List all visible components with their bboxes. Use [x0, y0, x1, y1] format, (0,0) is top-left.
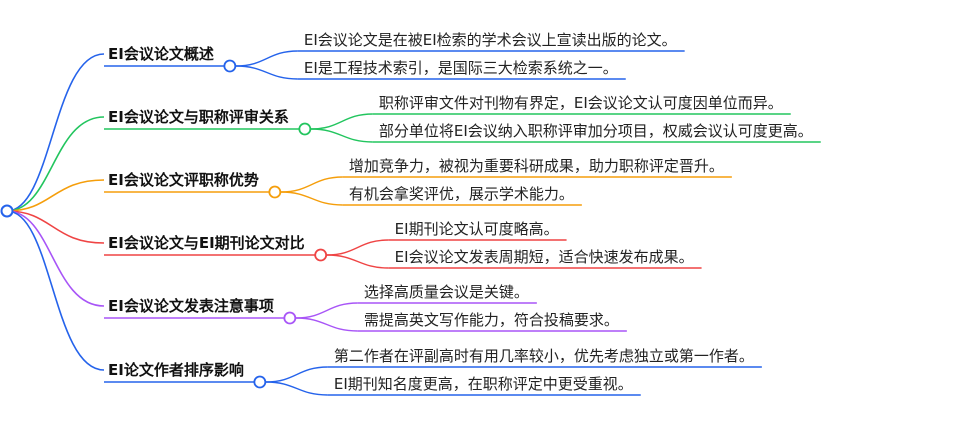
- branch-node-circle: [268, 185, 282, 199]
- leaf-connector: [295, 317, 358, 332]
- branch-node-circle: [314, 248, 328, 262]
- leaf-connector: [235, 50, 298, 67]
- leaf-label: 职称评审文件对刊物有界定，EI会议论文认可度因单位而异。: [379, 94, 783, 112]
- branch-label: EI会议论文与职称评审关系: [108, 108, 289, 126]
- leaf-label: EI会议论文是在被EI检索的学术会议上宣读出版的论文。: [304, 31, 677, 49]
- root-connector: [6, 116, 105, 212]
- leaf-label: 有机会拿奖评优，展示学术能力。: [349, 185, 574, 203]
- leaf-connector: [235, 65, 298, 80]
- leaf-label: EI会议论文发表周期短，适合快速发布成果。: [395, 248, 694, 266]
- branch-label: EI会议论文发表注意事项: [108, 297, 274, 315]
- leaf-connector: [326, 254, 389, 269]
- root-connector: [6, 210, 105, 244]
- leaf-connector: [310, 128, 373, 143]
- branch-label: EI论文作者排序影响: [108, 361, 244, 379]
- leaf-label: 需提高英文写作能力，符合投稿要求。: [364, 311, 619, 329]
- leaf-label: 增加竞争力，被视为重要科研成果，助力职称评定晋升。: [349, 157, 724, 175]
- leaf-connector: [326, 239, 389, 256]
- leaf-connector: [265, 381, 328, 396]
- leaf-label: 部分单位将EI会议纳入职称评审加分项目，权威会议认可度更高。: [379, 122, 813, 140]
- branch-label: EI会议论文评职称优势: [108, 171, 259, 189]
- leaf-connector: [295, 302, 358, 319]
- root-connector: [6, 53, 105, 212]
- leaf-connector: [280, 176, 343, 193]
- leaf-connector: [310, 113, 373, 130]
- root-connector: [6, 210, 105, 307]
- leaf-label: 第二作者在评副高时有用几率较小，优先考虑独立或第一作者。: [334, 347, 754, 365]
- branch-label: EI会议论文与EI期刊论文对比: [108, 234, 305, 252]
- leaf-label: EI是工程技术索引，是国际三大检索系统之一。: [304, 59, 618, 77]
- branch-node-circle: [298, 122, 312, 136]
- leaf-label: EI期刊论文认可度略高。: [395, 220, 559, 238]
- leaf-label: 选择高质量会议是关键。: [364, 283, 529, 301]
- leaf-label: EI期刊知名度更高，在职称评定中更受重视。: [334, 375, 633, 393]
- leaf-connector: [280, 191, 343, 206]
- leaf-connector: [265, 366, 328, 383]
- root-connector: [6, 210, 105, 371]
- branch-node-circle: [223, 59, 237, 73]
- branch-label: EI会议论文概述: [108, 45, 214, 63]
- root-connector: [6, 179, 105, 212]
- root-node-circle: [0, 204, 14, 218]
- branch-node-circle: [253, 375, 267, 389]
- connector-layer: [6, 50, 821, 396]
- node-layer: EI会议论文概述 EI会议论文是在被EI检索的学术会议上宣读出版的论文。 EI是工程…: [0, 31, 813, 393]
- branch-node-circle: [283, 311, 297, 325]
